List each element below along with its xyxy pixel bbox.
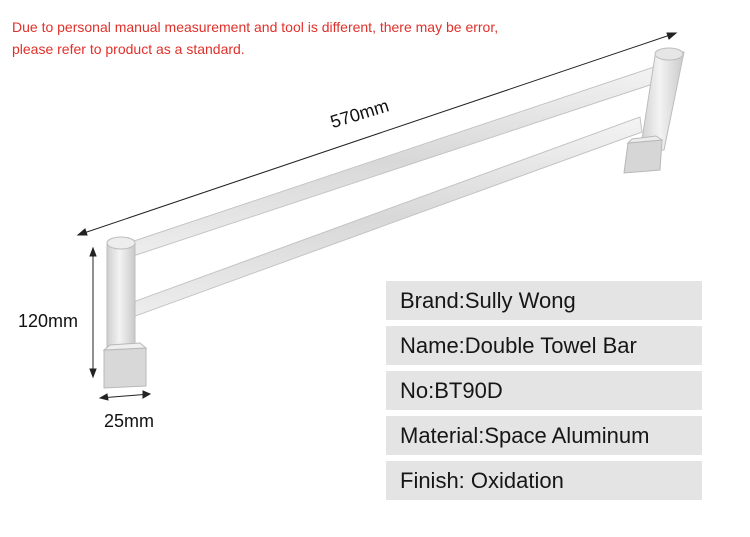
- disclaimer-line-2: please refer to product as a standard.: [12, 41, 245, 57]
- length-dimension-line: [76, 32, 678, 236]
- width-label: 25mm: [104, 411, 155, 431]
- spec-material: Material:Space Aluminum: [386, 416, 702, 455]
- disclaimer-text: Due to personal manual measurement and t…: [12, 16, 572, 60]
- upper-bar: [124, 62, 669, 259]
- height-dimension-line: [89, 246, 97, 379]
- height-label: 120mm: [18, 311, 79, 331]
- left-post: [102, 236, 148, 389]
- width-dimension-line: [98, 390, 152, 401]
- disclaimer-line-1: Due to personal manual measurement and t…: [12, 19, 499, 35]
- spec-finish: Finish: Oxidation: [386, 461, 702, 500]
- right-post: [623, 47, 685, 174]
- spec-number: No:BT90D: [386, 371, 702, 410]
- spec-name: Name:Double Towel Bar: [386, 326, 702, 365]
- spec-brand: Brand:Sully Wong: [386, 281, 702, 320]
- spec-list: Brand:Sully Wong Name:Double Towel Bar N…: [386, 281, 702, 500]
